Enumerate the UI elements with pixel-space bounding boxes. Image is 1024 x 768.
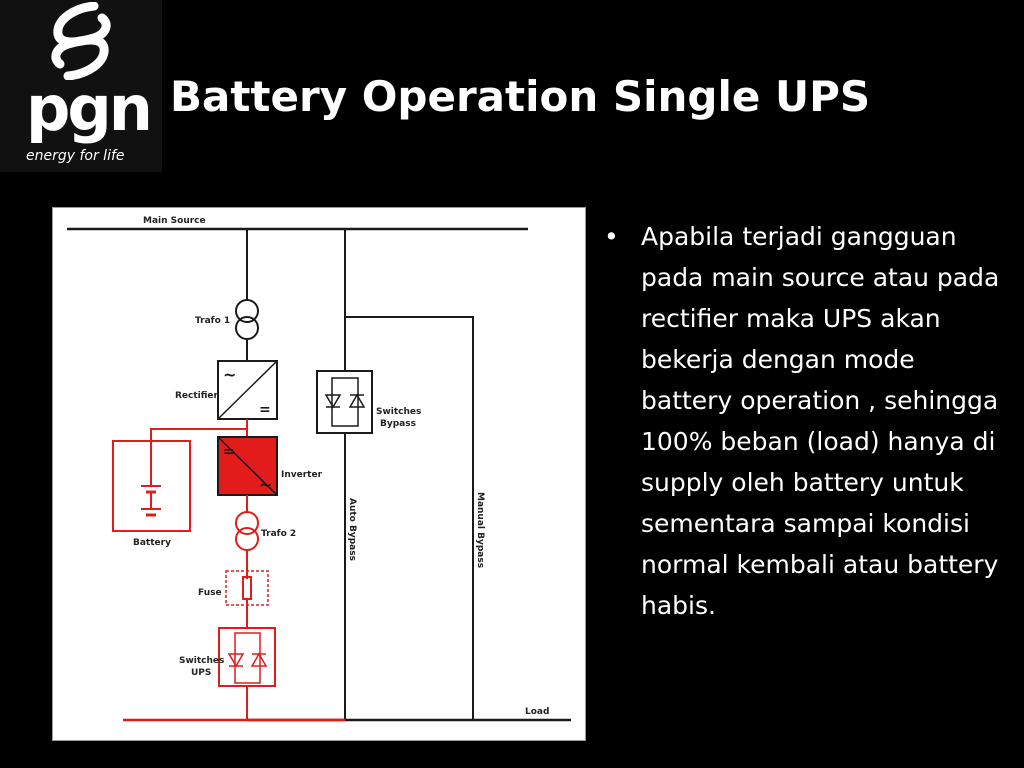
company-logo: pgn energy for life (0, 0, 162, 172)
label-rectifier: Rectifier (175, 391, 219, 401)
label-trafo1: Trafo 1 (195, 316, 230, 326)
label-battery: Battery (133, 538, 171, 548)
inverter-icon: = ~ (217, 436, 278, 496)
label-switches-ups-2: UPS (191, 668, 211, 678)
bullet-marker: • (604, 222, 619, 251)
trafo1-icon (235, 299, 259, 340)
label-fuse: Fuse (198, 588, 222, 598)
bullet-text: Apabila terjadi gangguan pada main sourc… (641, 222, 1000, 620)
pgn-swirl-icon (51, 2, 111, 80)
label-manual-bypass: Manual Bypass (475, 492, 485, 568)
logo-wordmark: pgn (26, 72, 153, 145)
switches-ups-icon (218, 627, 276, 687)
label-switches-bypass-2: Bypass (380, 419, 416, 429)
slide-title: Battery Operation Single UPS (170, 72, 871, 121)
trafo2-icon (235, 511, 259, 551)
inverter-dc-symbol: = (223, 444, 235, 460)
label-inverter: Inverter (281, 470, 323, 480)
inverter-ac-symbol: ~ (259, 475, 272, 494)
fuse-icon (225, 570, 269, 628)
diagram-canvas: Main Source Trafo 1 ~ = Rectifier (67, 216, 571, 722)
rectifier-dc-symbol: = (259, 402, 271, 418)
label-switches-bypass-1: Switches (376, 407, 421, 417)
label-trafo2: Trafo 2 (261, 529, 296, 539)
logo-tagline: energy for life (26, 148, 125, 164)
label-switches-ups-1: Switches (179, 656, 224, 666)
rectifier-icon: ~ = (217, 360, 278, 420)
ups-single-line-diagram: Main Source Trafo 1 ~ = Rectifier (52, 207, 586, 741)
label-load: Load (525, 707, 549, 717)
manual-bypass-line (345, 316, 474, 720)
label-auto-bypass: Auto Bypass (347, 498, 357, 561)
battery-icon (141, 441, 161, 517)
label-main-source: Main Source (143, 216, 206, 226)
switches-bypass-icon (316, 370, 373, 434)
battery-branch-line (150, 428, 247, 441)
rectifier-ac-symbol: ~ (223, 365, 236, 384)
